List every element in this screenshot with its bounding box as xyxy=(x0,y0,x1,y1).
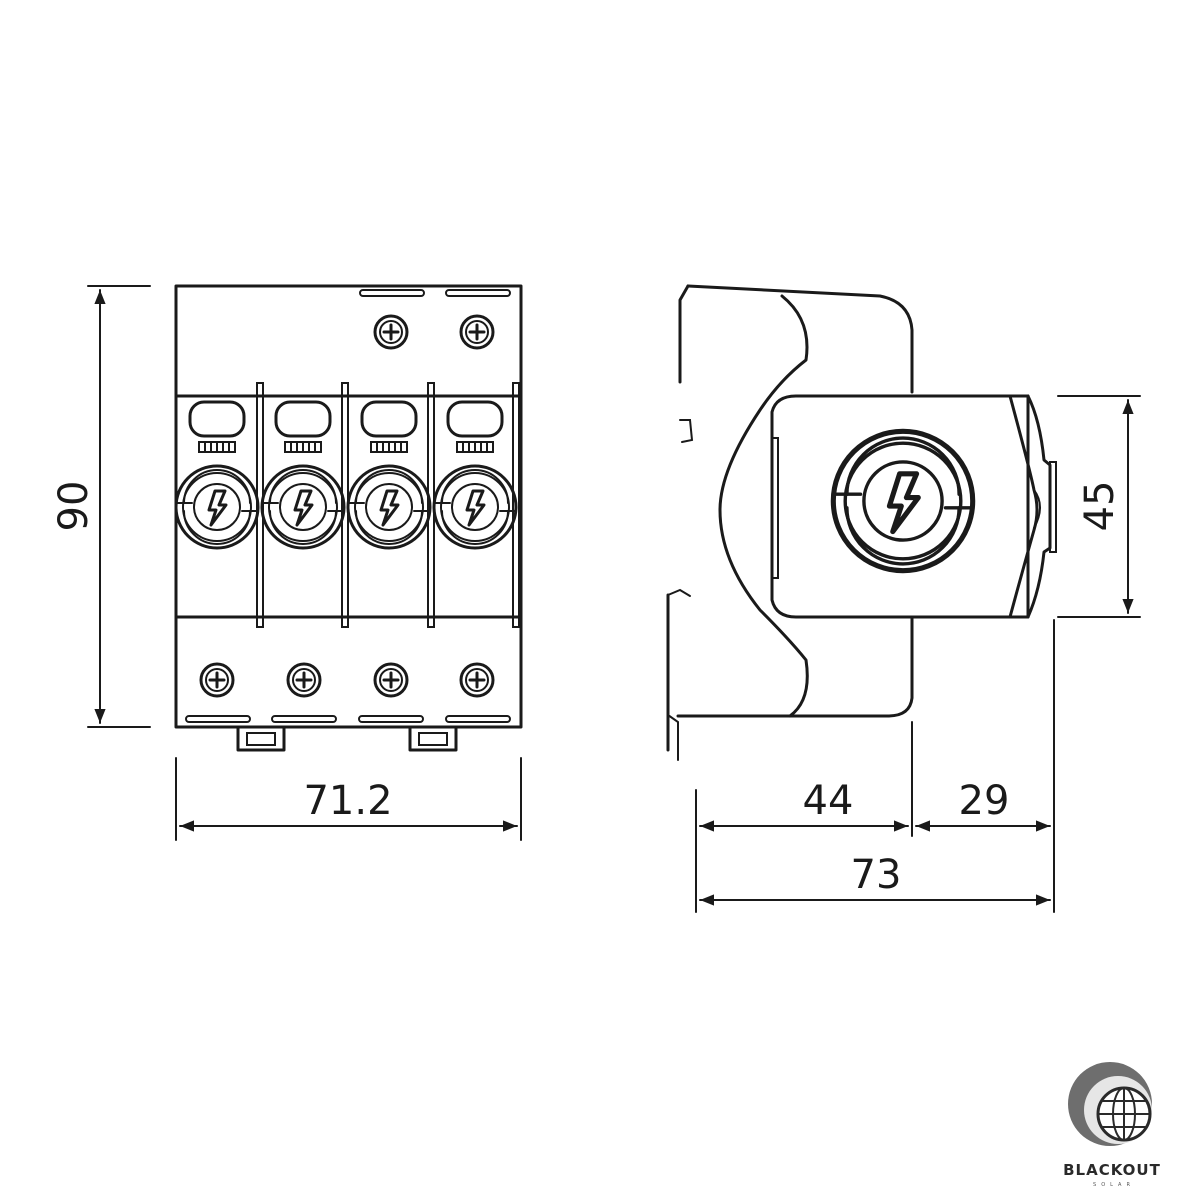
globe-icon xyxy=(1096,1086,1152,1142)
dimension-side-height: 45 xyxy=(1057,395,1141,618)
cross-screw-icon xyxy=(199,662,235,698)
lightning-bolt-icon xyxy=(346,464,432,550)
lightning-bolt-icon xyxy=(833,431,972,570)
cross-screw-icon xyxy=(286,662,322,698)
dimension-side-total-depth: 73 xyxy=(699,852,1051,906)
module-4 xyxy=(432,400,518,550)
dimension-label-71-2: 71.2 xyxy=(303,778,392,824)
logo-tagline: SOLAR xyxy=(1093,1182,1135,1188)
cross-screw-icon xyxy=(459,662,495,698)
dimension-side-depth-split: 44 29 xyxy=(695,619,1055,913)
cross-screw-icon xyxy=(373,314,409,350)
logo-name: BLACKOUT xyxy=(1063,1161,1161,1179)
dimension-front-width: 71.2 xyxy=(175,757,522,841)
brand-logo: BLACKOUT SOLAR xyxy=(1063,1062,1161,1188)
lightning-bolt-icon xyxy=(260,464,346,550)
side-view: 45 44 29 73 xyxy=(666,284,1141,913)
cross-screw-icon xyxy=(373,662,409,698)
module-3 xyxy=(346,400,432,550)
lightning-bolt-icon xyxy=(432,464,518,550)
dimension-label-29: 29 xyxy=(959,778,1010,824)
side-module xyxy=(770,394,1030,619)
module-2 xyxy=(260,400,346,550)
dimension-label-45: 45 xyxy=(1077,481,1123,532)
dimension-label-44: 44 xyxy=(803,778,854,824)
dimension-label-90: 90 xyxy=(51,481,97,532)
dimension-front-height: 90 xyxy=(51,285,151,728)
dimension-label-73: 73 xyxy=(851,852,902,898)
front-view: 90 71.2 xyxy=(51,284,523,841)
lightning-bolt-icon xyxy=(174,464,260,550)
module-1 xyxy=(174,400,260,550)
cross-screw-icon xyxy=(459,314,495,350)
